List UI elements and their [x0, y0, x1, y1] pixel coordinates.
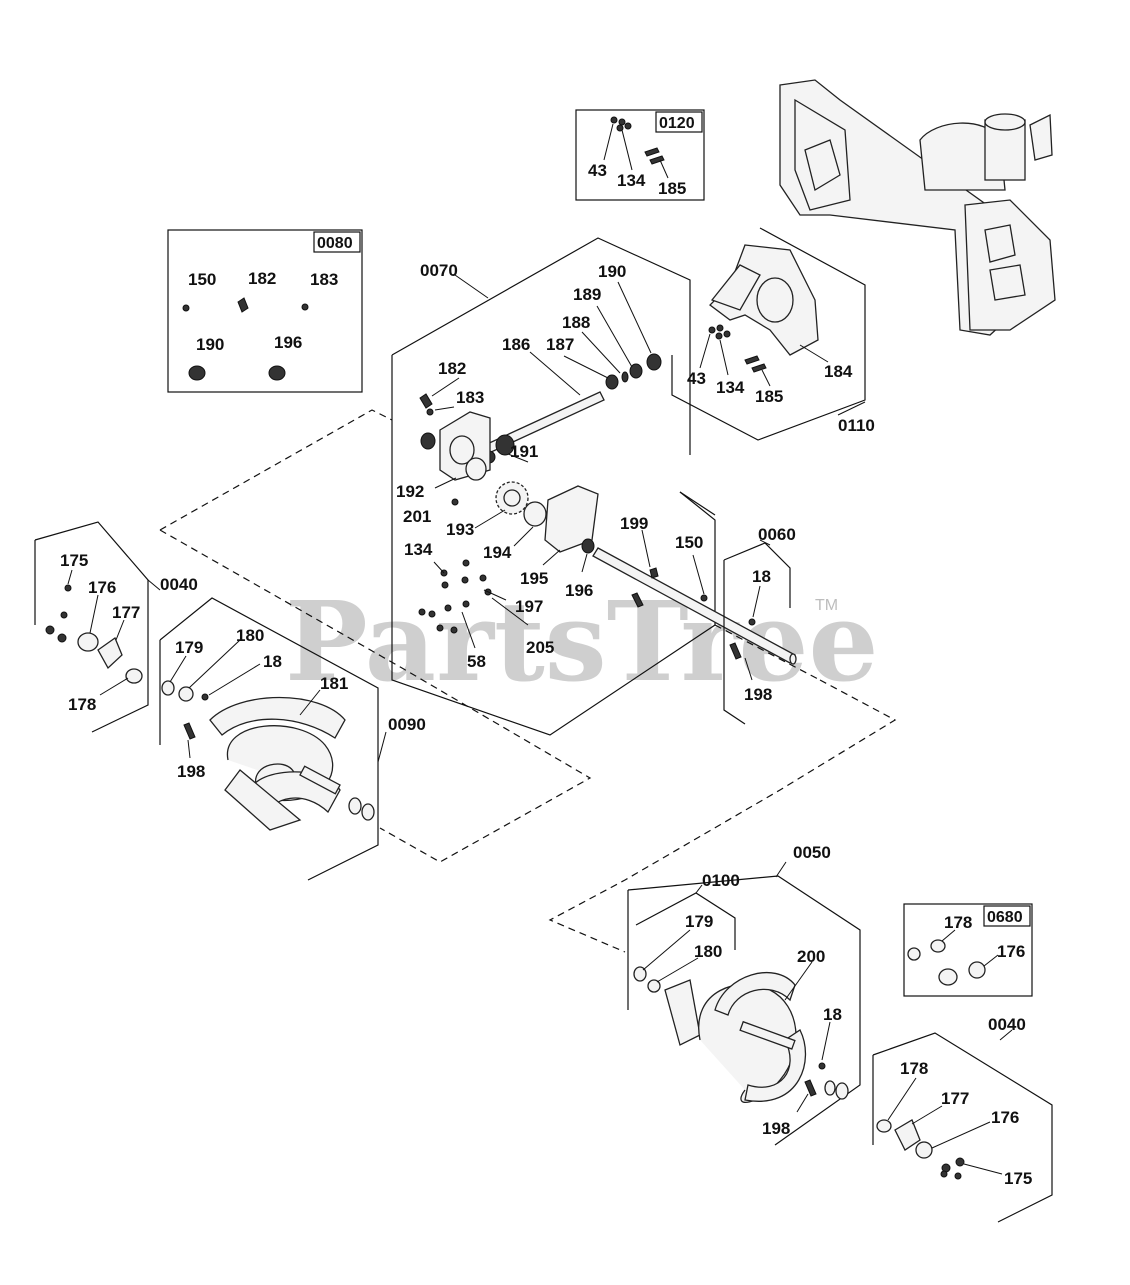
part-label-179: 179 [685, 912, 713, 931]
group-label-0050: 0050 [793, 843, 831, 862]
part-label-180: 180 [236, 626, 264, 645]
group-label-0100: 0100 [702, 871, 740, 890]
box-label-0080: 0080 [317, 235, 353, 252]
auger-housing [779, 79, 1056, 336]
part-label-196: 196 [274, 333, 302, 352]
part-label-182: 182 [438, 359, 466, 378]
part-label-200: 200 [797, 947, 825, 966]
part-label-199: 199 [620, 514, 648, 533]
part-label-184: 184 [824, 362, 853, 381]
part-label-150: 150 [188, 270, 216, 289]
part-label-185: 185 [755, 387, 783, 406]
part-label-181: 181 [320, 674, 348, 693]
part-label-194: 194 [483, 543, 512, 562]
box-label-0120: 0120 [659, 115, 695, 132]
part-label-175: 175 [1004, 1169, 1032, 1188]
part-label-190: 190 [598, 262, 626, 281]
part-label-191: 191 [510, 442, 538, 461]
dashed-plane-right [548, 679, 897, 953]
part-label-176: 176 [88, 578, 116, 597]
part-label-195: 195 [520, 569, 548, 588]
group-0060: 0060 18 198 [723, 525, 796, 725]
part-label-183: 183 [456, 388, 484, 407]
part-label-198: 198 [177, 762, 205, 781]
part-label-198: 198 [744, 685, 772, 704]
part-label-198: 198 [762, 1119, 790, 1138]
part-label-177: 177 [941, 1089, 969, 1108]
part-label-176: 176 [997, 942, 1025, 961]
part-label-175: 175 [60, 551, 88, 570]
group-0070: 0070 [391, 237, 716, 736]
watermark-trademark: TM [815, 597, 838, 614]
part-label-193: 193 [446, 520, 474, 539]
part-label-196: 196 [565, 581, 593, 600]
group-0040-right: 0040 178 177 176 175 [872, 1015, 1053, 1223]
part-label-134: 134 [716, 378, 745, 397]
part-label-18: 18 [823, 1005, 842, 1024]
box-label-0680: 0680 [987, 909, 1023, 926]
part-label-43: 43 [588, 161, 607, 180]
group-label-0060: 0060 [758, 525, 796, 544]
group-label-0070: 0070 [420, 261, 458, 280]
part-label-192: 192 [396, 482, 424, 501]
part-label-178: 178 [944, 913, 972, 932]
part-label-183: 183 [310, 270, 338, 289]
group-0090: 0090 179 180 18 181 198 [159, 597, 426, 881]
part-label-185: 185 [658, 179, 686, 198]
part-label-178: 178 [68, 695, 96, 714]
part-label-179: 179 [175, 638, 203, 657]
part-label-18: 18 [263, 652, 282, 671]
group-0040-left: 0040 175 176 177 178 [34, 521, 198, 733]
part-label-189: 189 [573, 285, 601, 304]
part-label-190: 190 [196, 335, 224, 354]
part-label-18: 18 [752, 567, 771, 586]
part-label-150: 150 [675, 533, 703, 552]
group-label-0040: 0040 [988, 1015, 1026, 1034]
part-label-188: 188 [562, 313, 590, 332]
part-label-201: 201 [403, 507, 431, 526]
group-label-0110: 0110 [838, 416, 875, 435]
part-label-180: 180 [694, 942, 722, 961]
watermark-text: PartsTree [285, 577, 879, 706]
part-label-182: 182 [248, 269, 276, 288]
part-label-43: 43 [687, 369, 706, 388]
part-label-178: 178 [900, 1059, 928, 1078]
auger-shaft-199: 199 150 [592, 491, 797, 665]
group-0110: 0110 184 43 134 185 [671, 227, 875, 441]
part-label-177: 177 [112, 603, 140, 622]
part-label-58: 58 [467, 652, 486, 671]
part-label-205: 205 [526, 638, 554, 657]
part-label-197: 197 [515, 597, 543, 616]
part-label-176: 176 [991, 1108, 1019, 1127]
part-label-134: 134 [617, 171, 646, 190]
group-label-0090: 0090 [388, 715, 426, 734]
group-0050: 0050 0100 179 180 200 18 198 [627, 843, 861, 1146]
part-label-134: 134 [404, 540, 433, 559]
kit-box-0680: 0680 178 176 [903, 903, 1033, 997]
dashed-plane-left [159, 409, 592, 863]
kit-box-0080: 0080 150 182 183 190 196 [167, 229, 363, 393]
part-label-186: 186 [502, 335, 530, 354]
kit-box-0120: 0120 43 134 185 [575, 109, 705, 201]
part-label-187: 187 [546, 335, 574, 354]
group-label-0040: 0040 [160, 575, 198, 594]
